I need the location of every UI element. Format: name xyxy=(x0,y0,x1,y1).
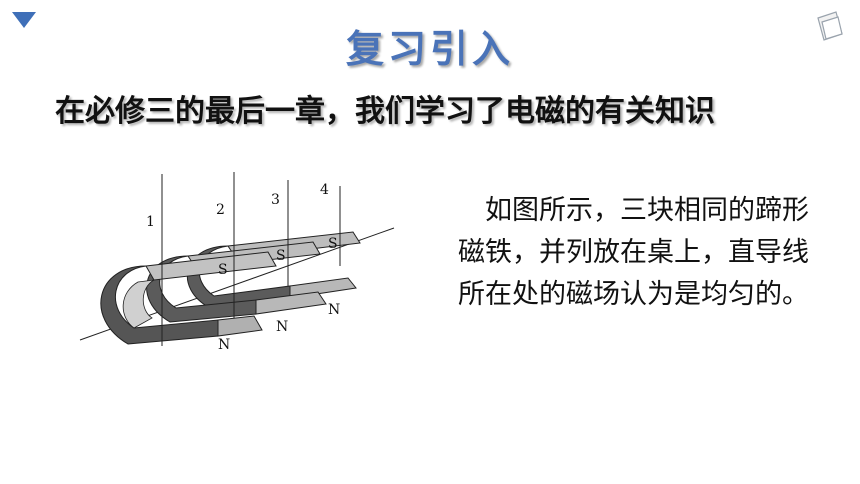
magnet-2 xyxy=(146,241,327,323)
wire-label: 3 xyxy=(271,192,280,208)
pole-label-n: N xyxy=(218,337,230,353)
pole-label-n: N xyxy=(328,302,340,318)
wire-label: 1 xyxy=(146,214,155,230)
horseshoe-magnets-figure: 1 2 3 4 S S S N N N xyxy=(79,172,395,353)
triangle-down-icon[interactable] xyxy=(12,12,36,28)
page-corner-icon xyxy=(817,11,843,41)
slide-title: 复习引入 xyxy=(345,27,514,71)
pole-label-s: S xyxy=(328,236,338,252)
magnet-1 xyxy=(100,251,277,345)
slide-subtitle: 在必修三的最后一章，我们学习了电磁的有关知识 xyxy=(55,94,715,129)
body-paragraph: 如图所示，三块相同的蹄形磁铁，并列放在桌上，直导线所在处的磁场认为是均匀的。 xyxy=(458,195,809,310)
wire-label: 2 xyxy=(216,202,225,218)
wire-label: 4 xyxy=(320,182,329,198)
pole-label-s: S xyxy=(218,262,228,278)
pole-label-n: N xyxy=(276,319,288,335)
pole-label-s: S xyxy=(276,248,286,264)
